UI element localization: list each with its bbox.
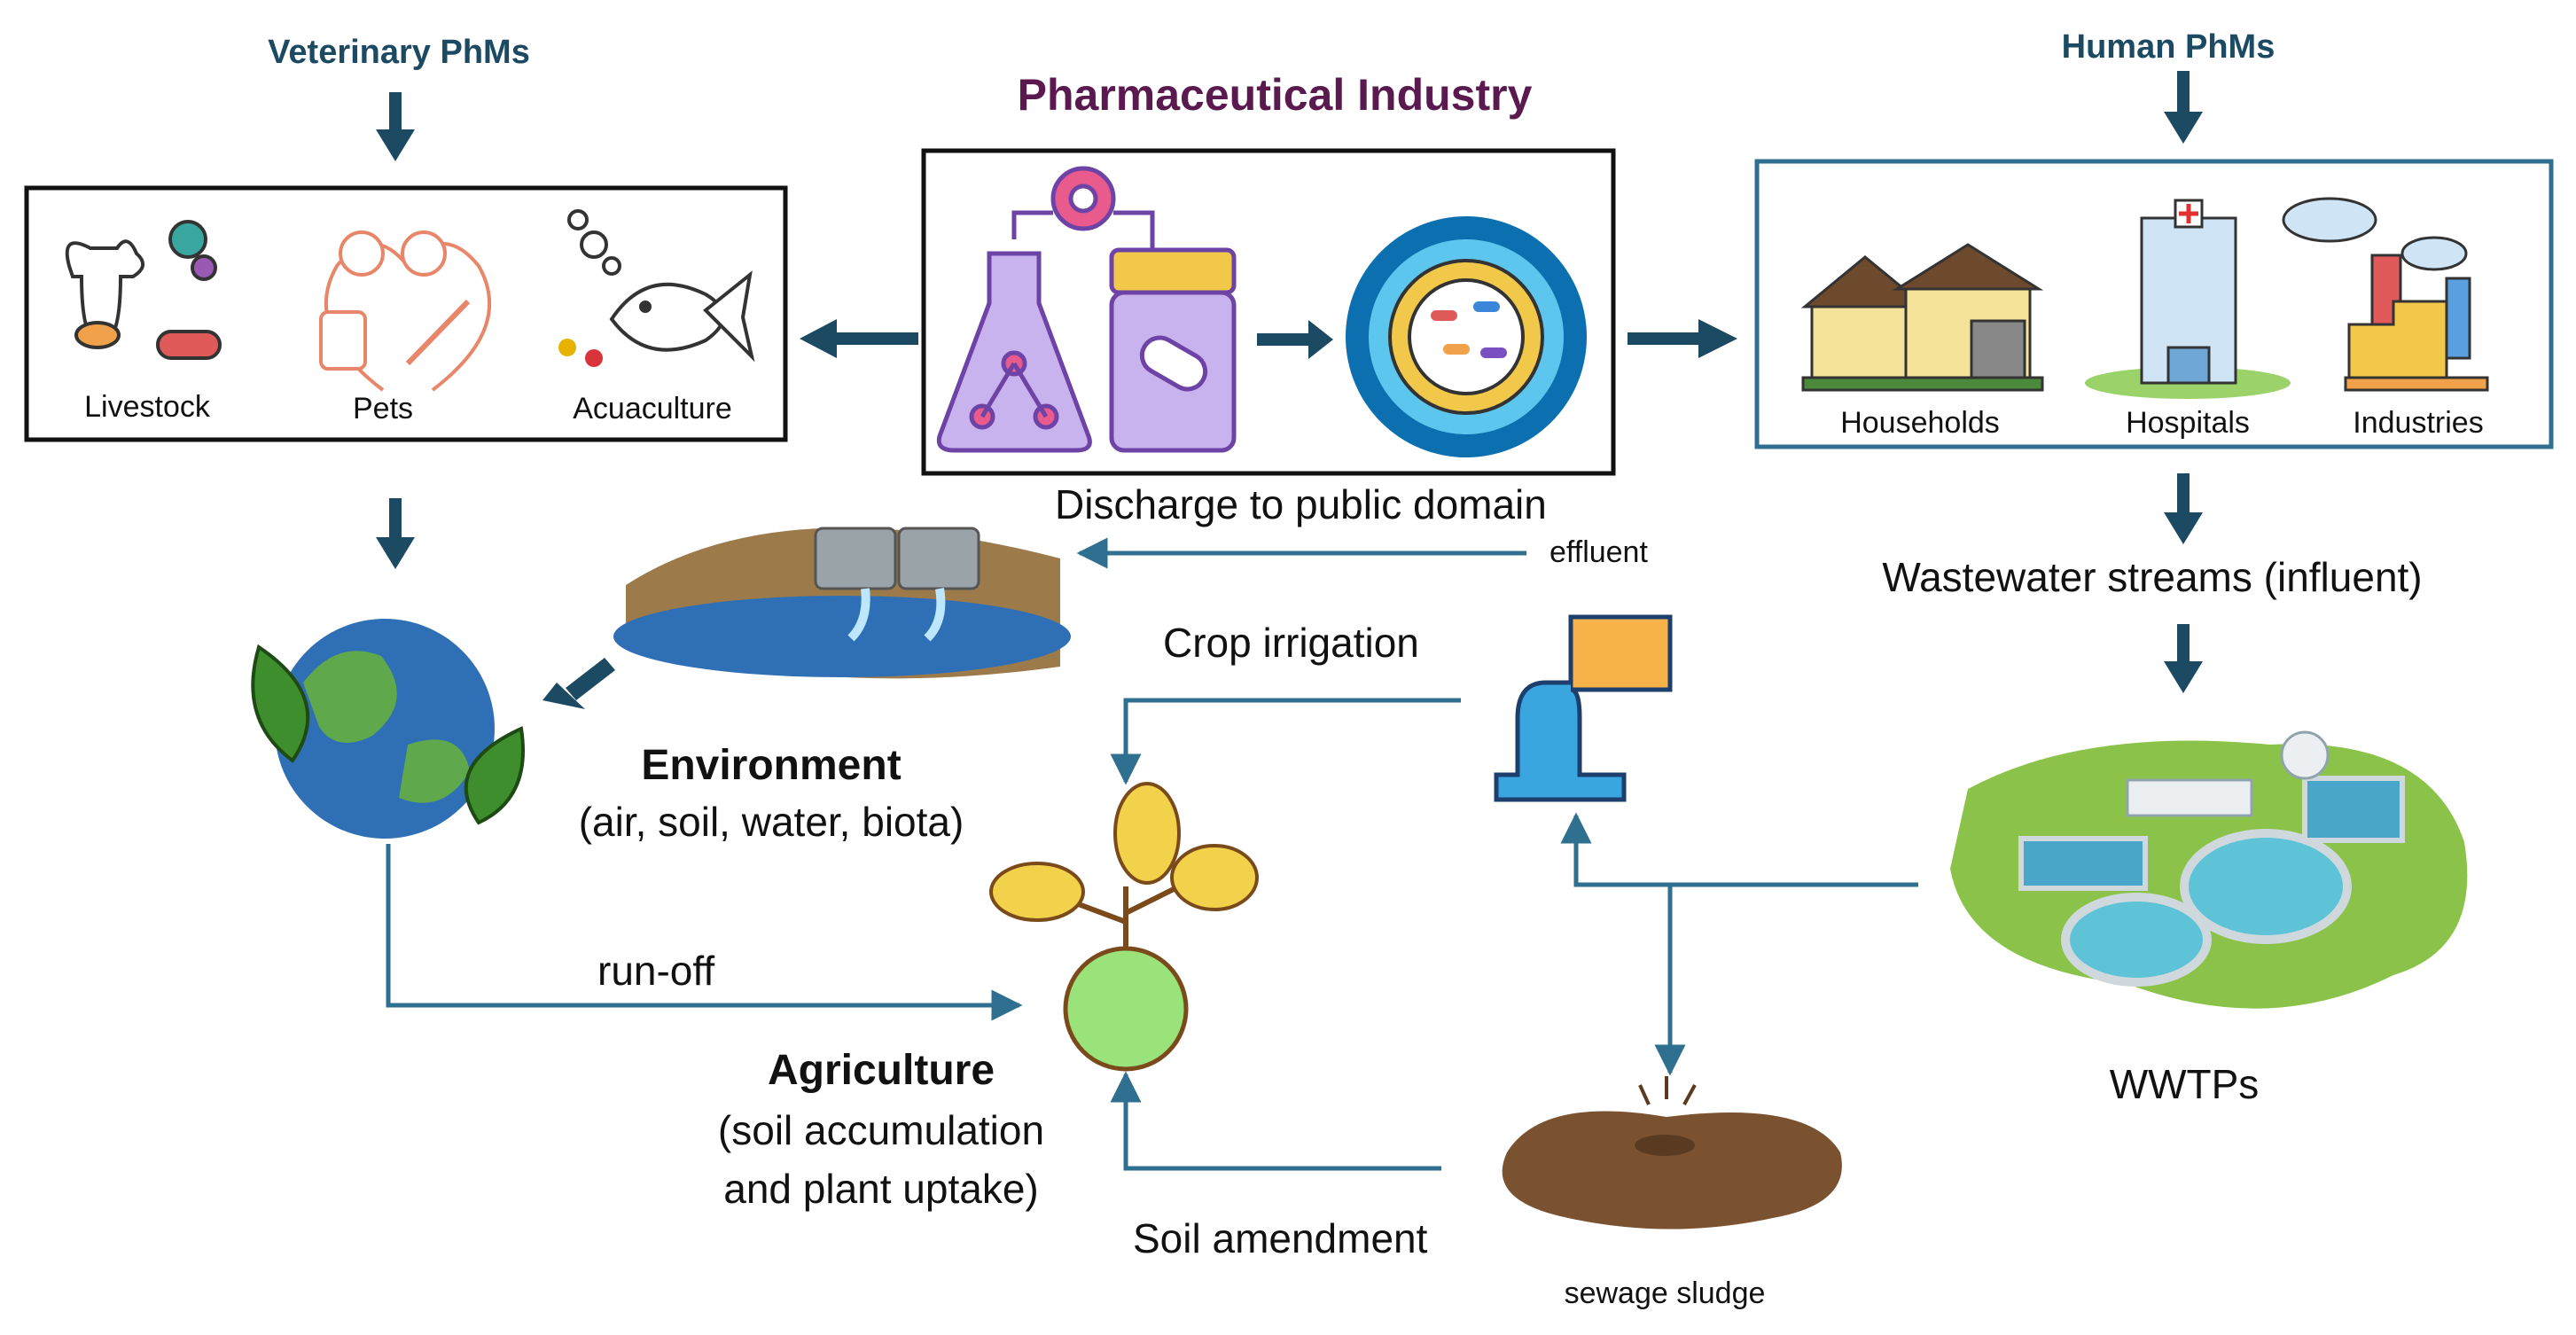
line-crop-irrigation bbox=[1110, 698, 1461, 785]
plant-icon bbox=[989, 782, 1259, 1072]
environment-title: Environment bbox=[641, 742, 902, 789]
flask-icon bbox=[936, 166, 1155, 453]
soil-amendment-label: Soil amendment bbox=[1133, 1215, 1428, 1261]
veterinary-box bbox=[24, 185, 788, 442]
wastewater-label: Wastewater streams (influent) bbox=[1882, 554, 2423, 600]
arrow-left-industry-veterinary bbox=[800, 319, 918, 358]
sewage-sludge-label: sewage sludge bbox=[1564, 1276, 1766, 1310]
thin-connectors bbox=[386, 537, 1918, 1171]
hospital-icon bbox=[2085, 199, 2291, 399]
environment-subtitle: (air, soil, water, biota) bbox=[578, 799, 964, 845]
arrow-down-human bbox=[2164, 71, 2203, 144]
wwtps-label: WWTPs bbox=[2109, 1061, 2260, 1107]
discharge-pipes-icon bbox=[613, 527, 1071, 679]
runoff-label: run-off bbox=[597, 948, 715, 994]
arrow-diag-discharge-environment bbox=[543, 658, 615, 709]
thick-arrows bbox=[376, 71, 2203, 709]
pill-bottle-icon bbox=[1109, 247, 1237, 453]
veterinary-header: Veterinary PhMs bbox=[268, 34, 530, 71]
arrow-down-veterinary bbox=[376, 92, 415, 161]
agriculture-title: Agriculture bbox=[767, 1047, 995, 1094]
fish-icon bbox=[558, 209, 755, 367]
industry-box bbox=[921, 148, 1616, 476]
pets-label: Pets bbox=[352, 392, 414, 425]
pets-icon bbox=[319, 230, 492, 392]
line-runoff bbox=[386, 844, 1023, 1021]
discharge-label: Discharge to public domain bbox=[1055, 481, 1547, 527]
livestock-icon bbox=[65, 220, 222, 360]
arrow-down-wastewater-wwtps bbox=[2164, 624, 2203, 693]
industries-icon bbox=[2282, 197, 2489, 392]
sludge-icon bbox=[1502, 1076, 1842, 1230]
effluent-label: effluent bbox=[1550, 535, 1648, 569]
gear-pills-icon bbox=[1346, 216, 1587, 457]
industry-title: Pharmaceutical Industry bbox=[1017, 70, 1533, 120]
irrigation-pipe-icon bbox=[1494, 614, 1673, 802]
arrow-down-human-wastewater bbox=[2164, 473, 2203, 544]
earth-icon bbox=[251, 619, 525, 839]
human-box bbox=[1754, 159, 2554, 449]
wwtp-icon bbox=[1950, 730, 2468, 1009]
house-icon bbox=[1800, 243, 2044, 392]
arrow-down-vet-environment bbox=[376, 498, 415, 569]
human-header: Human PhMs bbox=[2061, 28, 2275, 66]
arrow-right-industry-human bbox=[1628, 319, 1737, 358]
agriculture-line2: and plant uptake) bbox=[723, 1166, 1039, 1212]
households-label: Households bbox=[1840, 406, 2000, 440]
industries-label: Industries bbox=[2353, 406, 2484, 440]
livestock-label: Livestock bbox=[84, 390, 210, 424]
line-soil-amendment bbox=[1110, 1071, 1441, 1171]
crop-irrigation-label: Crop irrigation bbox=[1163, 620, 1419, 666]
hospitals-label: Hospitals bbox=[2126, 406, 2250, 440]
line-wwtp-split bbox=[1560, 812, 1918, 887]
agriculture-line1: (soil accumulation bbox=[717, 1107, 1045, 1153]
acuaculture-label: Acuaculture bbox=[573, 392, 732, 425]
arrow-right-flask-gear bbox=[1257, 320, 1333, 359]
